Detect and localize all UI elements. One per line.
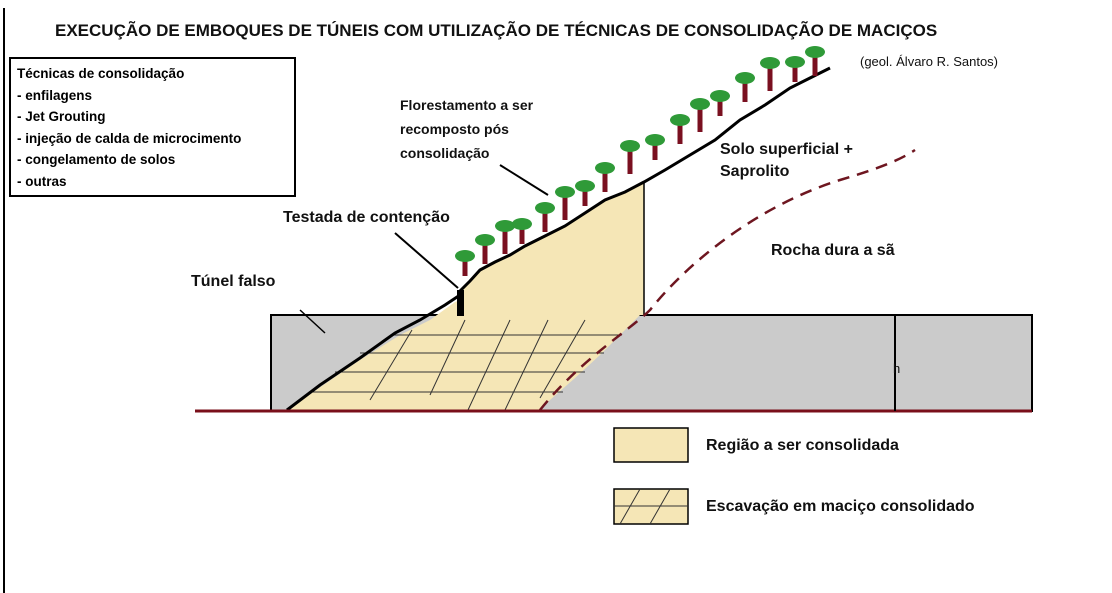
forest-leader-line <box>499 164 549 196</box>
diagram-title: EXECUÇÃO DE EMBOQUES DE TÚNEIS COM UTILI… <box>55 20 937 40</box>
excavation-face-line <box>286 293 461 412</box>
tree-canopy <box>512 218 532 230</box>
forest-trees <box>455 46 825 276</box>
tree-trunk <box>652 142 658 160</box>
tree-trunk <box>602 170 608 192</box>
terrain-surface-line <box>458 66 831 293</box>
tree-canopy <box>575 180 595 192</box>
rock-label: Rocha dura a sã <box>771 242 895 259</box>
tree-canopy <box>735 72 755 84</box>
forest-label-1: Florestamento a ser <box>400 97 534 113</box>
excavation-consolidated-mass <box>287 300 640 410</box>
soil-rock-contact-line <box>539 148 916 411</box>
tree-canopy <box>595 162 615 174</box>
tree-canopy <box>710 90 730 102</box>
tree-canopy <box>785 56 805 68</box>
legend-consolidated-label: Região a ser consolidada <box>706 437 899 454</box>
height-label: h <box>893 361 900 376</box>
tree-canopy <box>535 202 555 214</box>
tree-canopy <box>645 134 665 146</box>
techniques-box: Técnicas de consolidação - enfilagens - … <box>9 57 296 197</box>
tree-canopy <box>670 114 690 126</box>
tree-trunk <box>519 226 525 244</box>
legend-excavation-label: Escavação em maciço consolidado <box>706 498 975 515</box>
tree-trunk <box>502 228 508 254</box>
technique-item: - Jet Grouting <box>17 109 106 124</box>
retaining-wall-label: Testada de contenção <box>283 209 450 226</box>
tree-trunk <box>697 106 703 132</box>
tree-trunk <box>812 54 818 76</box>
legend-excavation-pattern <box>614 488 688 525</box>
tree-trunk <box>627 148 633 174</box>
forest-label-3: consolidação <box>400 145 489 161</box>
author-credit: (geol. Álvaro R. Santos) <box>860 54 998 69</box>
forest-label-2: recomposto pós <box>400 121 509 137</box>
tree-trunk <box>482 242 488 264</box>
retaining-wall-leader-line <box>394 232 459 289</box>
false-tunnel-leader-line <box>299 309 326 334</box>
tree-canopy <box>555 186 575 198</box>
technique-item: - outras <box>17 173 67 189</box>
tree-trunk <box>562 194 568 220</box>
technique-item: - congelamento de solos <box>17 152 176 167</box>
consolidated-region-slope <box>460 182 644 315</box>
tree-trunk <box>742 80 748 102</box>
tree-canopy <box>690 98 710 110</box>
tree-trunk <box>462 258 468 276</box>
false-tunnel-label: Túnel falso <box>191 273 276 290</box>
technique-item: - enfilagens <box>17 87 93 103</box>
tree-canopy <box>805 46 825 58</box>
technique-item: - injeção de calda de microcimento <box>17 130 242 146</box>
tree-trunk <box>542 210 548 232</box>
soil-label-1: Solo superficial + <box>720 141 853 158</box>
tree-canopy <box>760 57 780 69</box>
tree-trunk <box>717 98 723 116</box>
soil-label-2: Saprolito <box>720 163 790 180</box>
techniques-heading: Técnicas de consolidação <box>17 66 185 81</box>
tree-canopy <box>620 140 640 152</box>
tree-canopy <box>495 220 515 232</box>
legend-consolidated-swatch <box>613 427 689 463</box>
excavation-grid <box>312 319 622 411</box>
tree-canopy <box>475 234 495 246</box>
retaining-wall <box>457 290 464 316</box>
tree-trunk <box>582 188 588 206</box>
tree-trunk <box>767 65 773 91</box>
tree-trunk <box>792 64 798 82</box>
tree-canopy <box>455 250 475 262</box>
tree-trunk <box>677 122 683 144</box>
